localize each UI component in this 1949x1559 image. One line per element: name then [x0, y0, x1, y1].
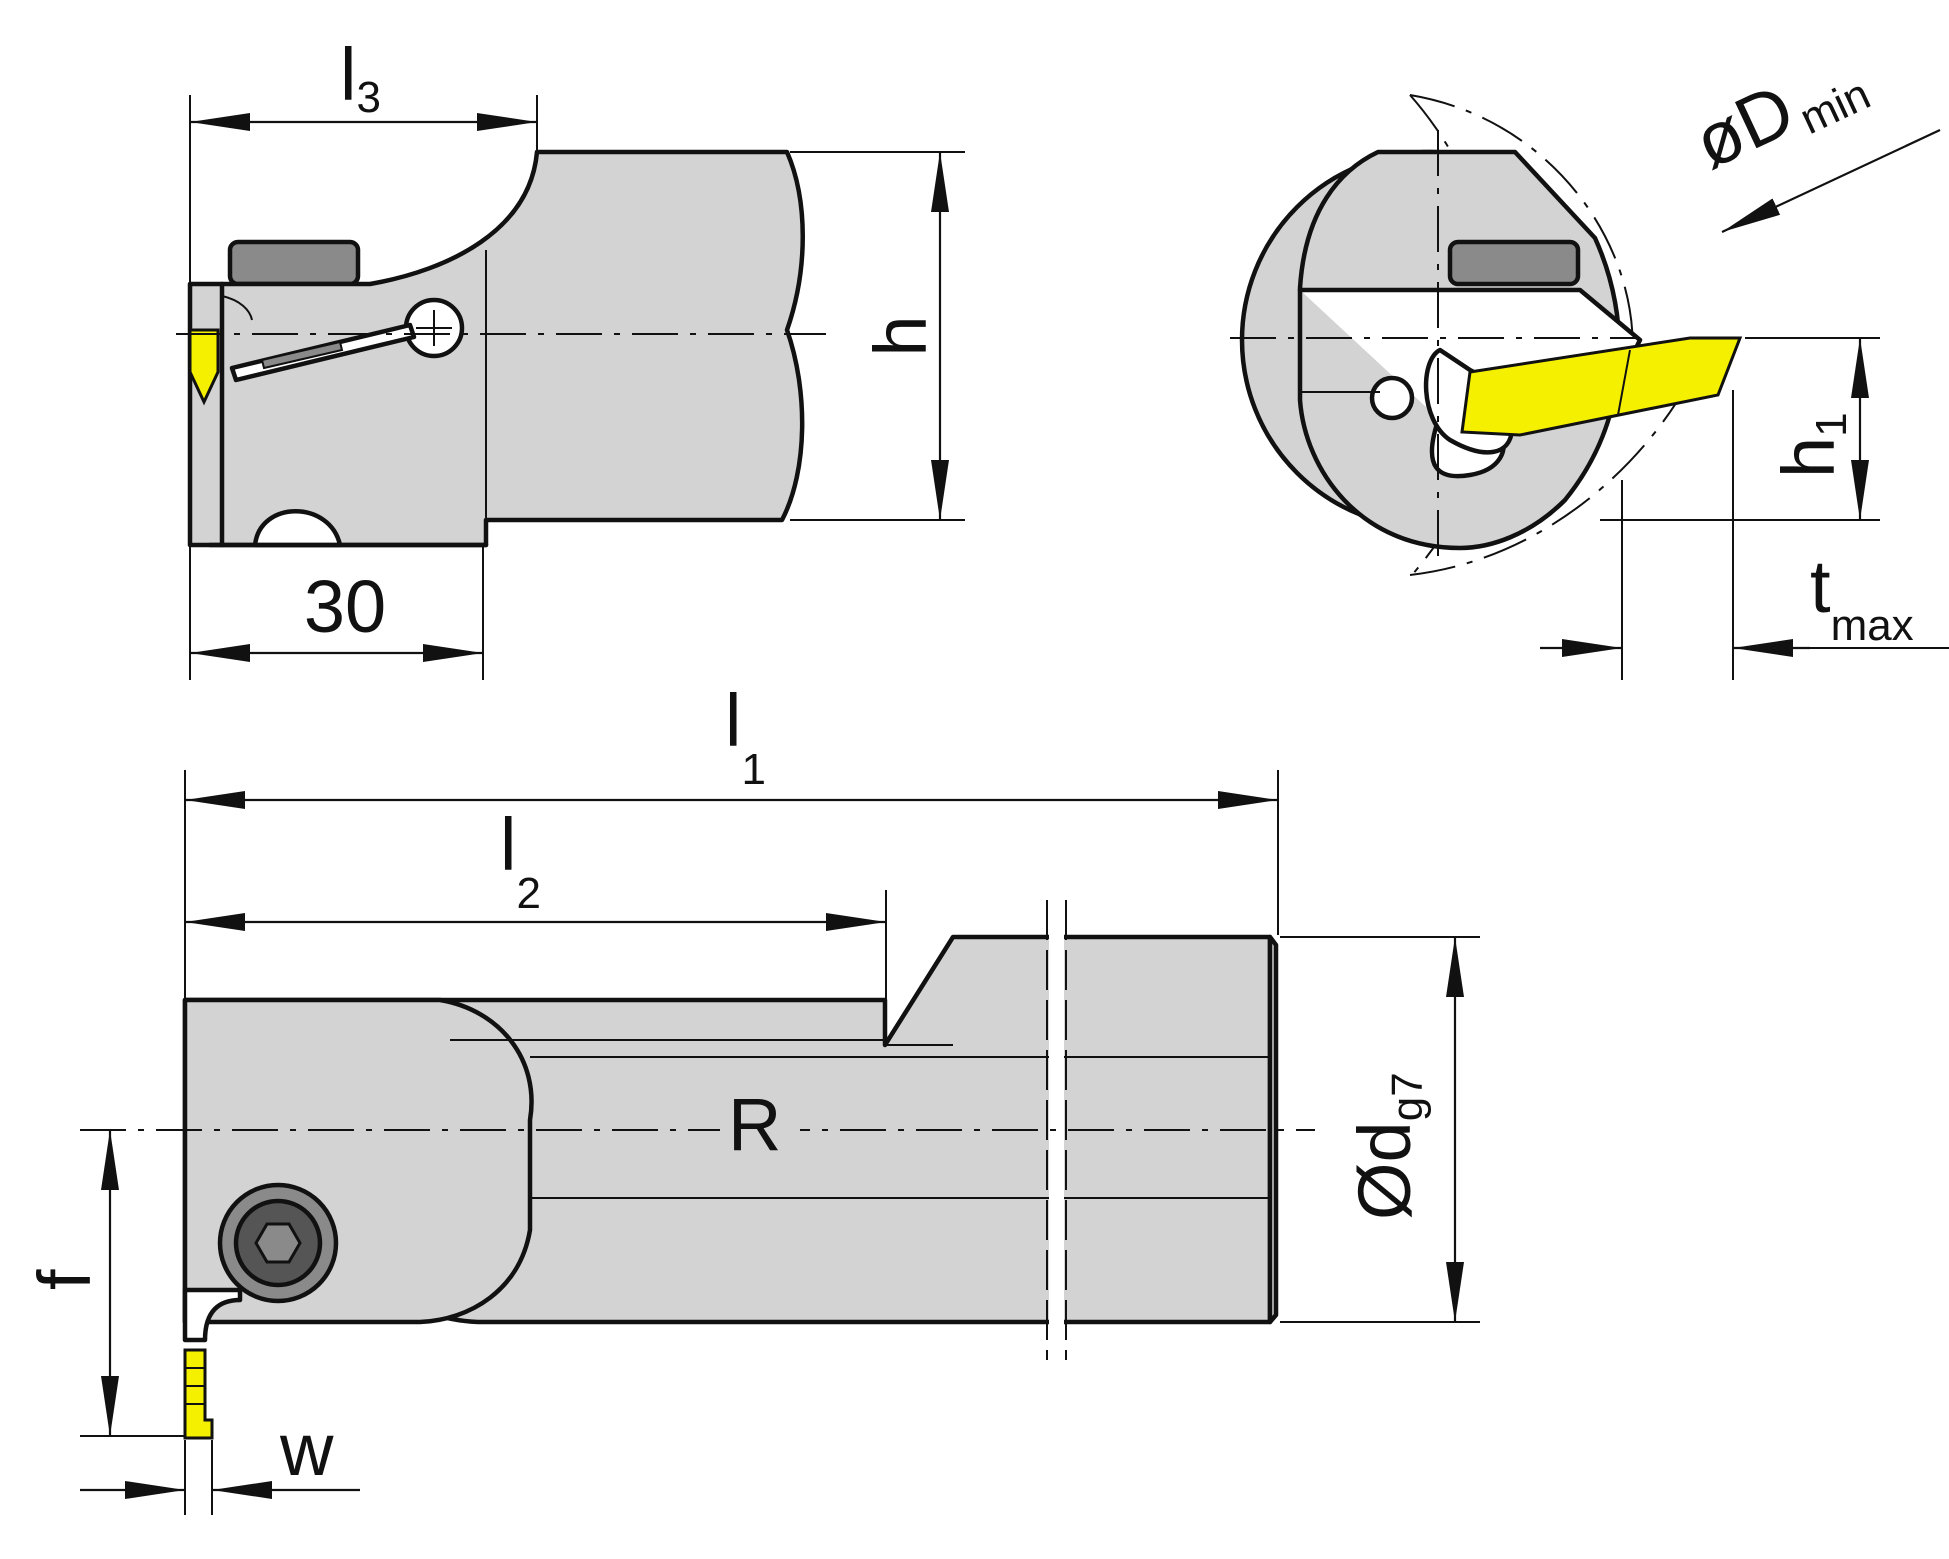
label-dmin: øDmin [1682, 35, 1878, 188]
end-clamp-block [1447, 239, 1581, 287]
label-h: h [859, 315, 942, 356]
label-l1: l1 [725, 679, 766, 794]
top-view: l3 h 30 [176, 33, 965, 680]
label-l2: l2 [500, 803, 541, 918]
side-insert [183, 1348, 214, 1440]
dim-dmin [1721, 129, 1941, 233]
label-h1: h1 [1767, 412, 1856, 478]
label-30: 30 [304, 565, 386, 648]
label-w: w [279, 1408, 334, 1491]
top-head-body [187, 149, 805, 548]
end-view: øDmin h1 tmax [1230, 35, 1949, 680]
label-f: f [23, 1269, 106, 1290]
label-l3: l3 [340, 33, 381, 122]
end-insert [1460, 336, 1743, 437]
top-insert [188, 328, 220, 406]
label-r: R [728, 1083, 781, 1166]
clamp-block [227, 239, 361, 287]
label-dg7: Ødg7 [1343, 1072, 1432, 1220]
label-tmax: tmax [1810, 545, 1914, 650]
side-view: l1 l2 R Ødg7 f w [23, 679, 1480, 1515]
